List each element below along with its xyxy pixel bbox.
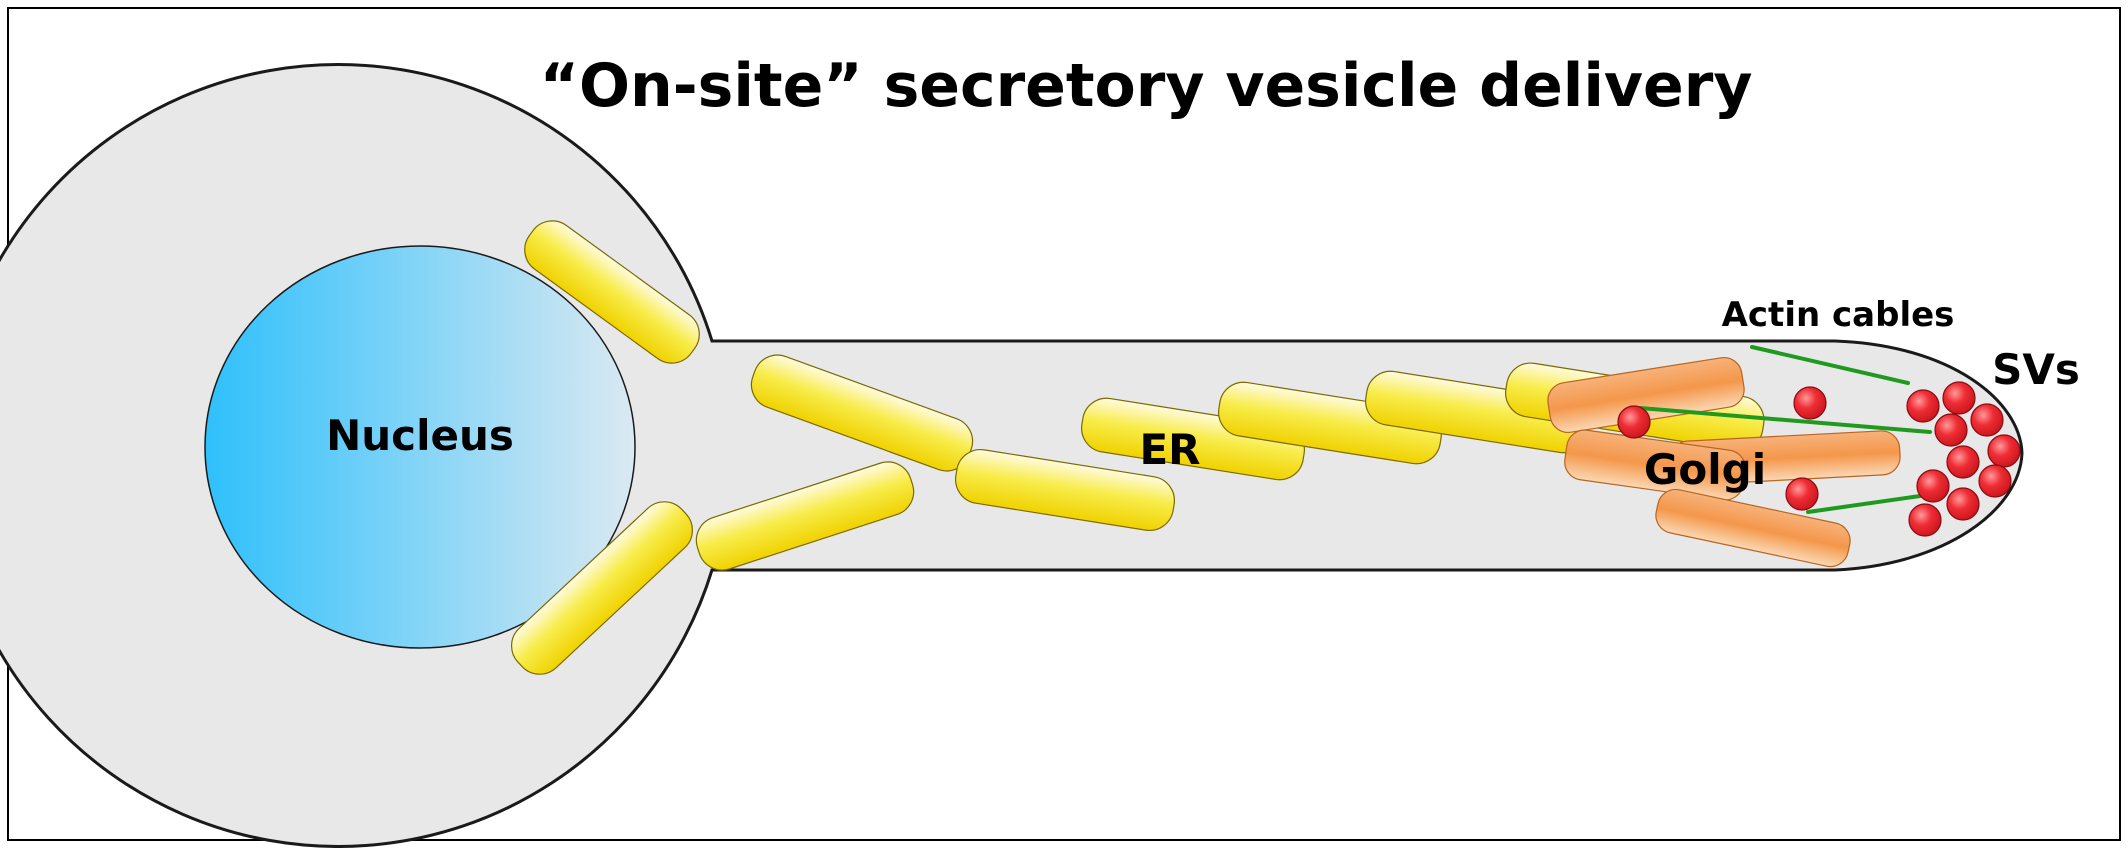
- vesicle: [1978, 464, 2012, 498]
- figure-title: “On-site” secretory vesicle delivery: [540, 51, 1753, 121]
- golgi-label: Golgi: [1644, 445, 1766, 494]
- actin-cables-label: Actin cables: [1722, 295, 1955, 335]
- vesicle: [1785, 477, 1819, 511]
- vesicle: [1946, 487, 1980, 521]
- svs-label: SVs: [1992, 345, 2080, 394]
- golgi-cisterna: [1564, 429, 1746, 501]
- vesicle: [1970, 403, 2004, 437]
- golgi-cisterna: [1655, 488, 1851, 568]
- vesicle: [1942, 381, 1976, 415]
- vesicle: [1916, 469, 1950, 503]
- er-cisterna: [524, 220, 700, 364]
- er-cisterna: [1218, 381, 1442, 465]
- secretory-vesicles: [1617, 381, 2021, 537]
- actin-cable: [1750, 345, 1910, 385]
- vesicle: [1617, 405, 1651, 439]
- actin-cables: [1638, 345, 1932, 514]
- er-network: [510, 220, 1765, 675]
- nucleus: [204, 245, 636, 649]
- er-label: ER: [1139, 425, 1200, 474]
- golgi-stack: [1547, 356, 1901, 568]
- er-cisterna: [1081, 397, 1305, 481]
- er-cisterna: [954, 448, 1176, 532]
- vesicle: [1987, 434, 2021, 468]
- vesicle: [1946, 445, 1980, 479]
- er-cisterna: [695, 461, 915, 571]
- er-cisterna: [510, 501, 694, 675]
- actin-cable: [1806, 494, 1922, 514]
- vesicle: [1934, 413, 1968, 447]
- vesicle: [1793, 386, 1827, 420]
- actin-cable: [1638, 406, 1932, 434]
- nucleus-label: Nucleus: [326, 411, 514, 460]
- vesicle: [1906, 389, 1940, 423]
- vesicle: [1908, 503, 1942, 537]
